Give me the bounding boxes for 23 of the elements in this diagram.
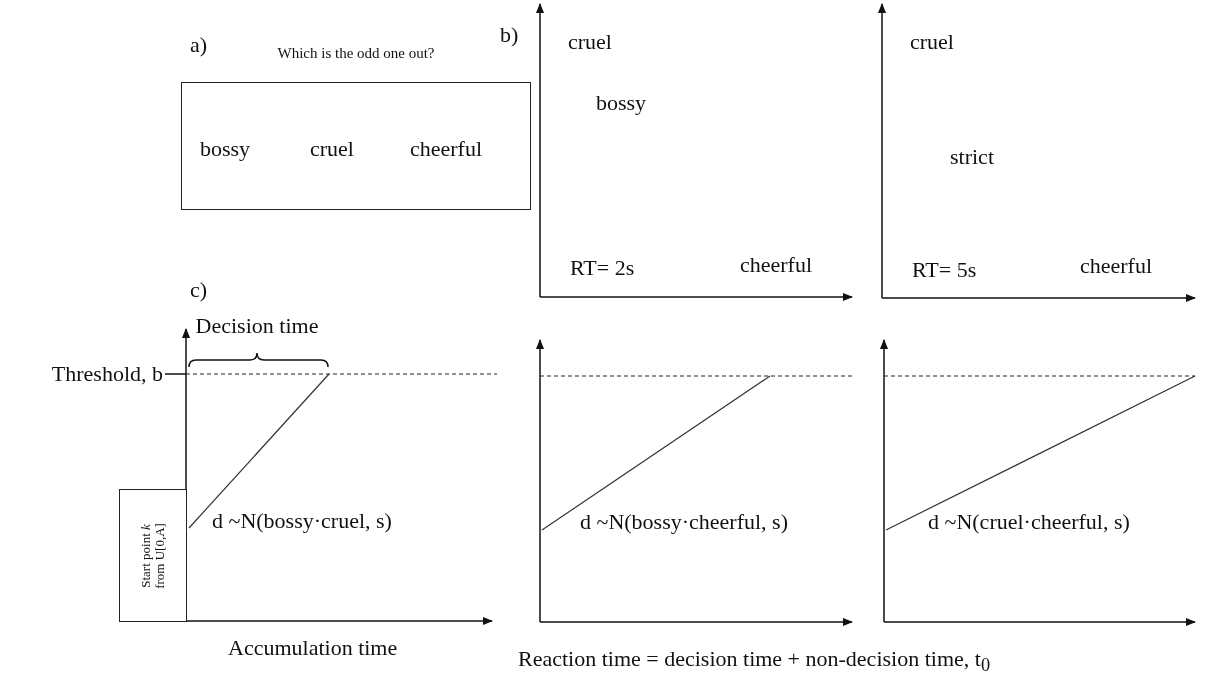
panel-label: a) bbox=[190, 32, 208, 58]
axis-label: Decision time bbox=[195, 313, 319, 339]
option-word: bossy bbox=[200, 136, 251, 162]
word-label: bossy bbox=[596, 90, 647, 116]
word-label: cheerful bbox=[1080, 253, 1153, 279]
drift-rate-label: d ~N(bossy·cruel, s) bbox=[212, 508, 392, 534]
word-label: cruel bbox=[568, 29, 612, 55]
option-word: cheerful bbox=[410, 136, 483, 162]
panel-label: c) bbox=[190, 277, 208, 303]
word-label: strict bbox=[950, 144, 994, 170]
word-label: cruel bbox=[910, 29, 954, 55]
option-word: cruel bbox=[310, 136, 354, 162]
caption-text: Reaction time = decision time + non-decision time, t$_{0}$ bbox=[518, 646, 991, 676]
reaction-time-label: RT= 5s bbox=[912, 257, 977, 283]
drift-rate-label: d ~N(cruel·cheerful, s) bbox=[928, 509, 1130, 535]
axis-label: Accumulation time bbox=[228, 635, 398, 661]
start-point-box bbox=[119, 489, 187, 622]
drift-rate-label: d ~N(bossy·cheerful, s) bbox=[580, 509, 788, 535]
question-text: Which is the odd one out? bbox=[277, 44, 435, 62]
reaction-time-label: RT= 2s bbox=[570, 255, 635, 281]
panel-label: b) bbox=[500, 22, 519, 48]
word-label: cheerful bbox=[740, 252, 813, 278]
threshold-label: Threshold, b bbox=[51, 361, 163, 387]
